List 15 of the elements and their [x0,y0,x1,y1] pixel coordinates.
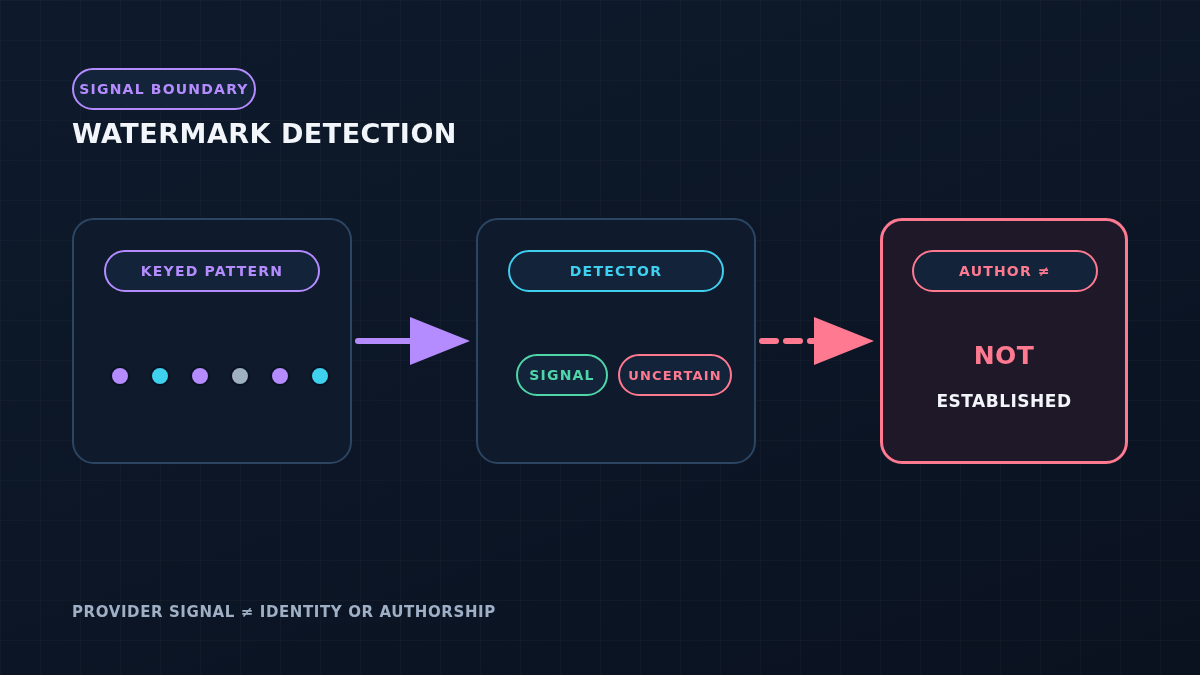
label-pill: SIGNAL [516,354,608,396]
label-pill: DETECTOR [508,250,724,292]
status-heading: NOT [972,341,1036,370]
diagram-title: WATERMARK DETECTION [72,118,457,149]
caption: PROVIDER SIGNAL ≠ IDENTITY OR AUTHORSHIP [72,603,496,621]
card-panel [476,218,756,464]
arrow [355,317,470,365]
card-panel [72,218,352,464]
label-pill: SIGNAL BOUNDARY [72,68,256,110]
label-pill: AUTHOR ≠ [912,250,1098,292]
arrow [759,317,874,365]
label-pill: KEYED PATTERN [104,250,320,292]
label-pill: UNCERTAIN [618,354,732,396]
card-panel [880,218,1128,464]
status-text: ESTABLISHED [935,391,1073,411]
